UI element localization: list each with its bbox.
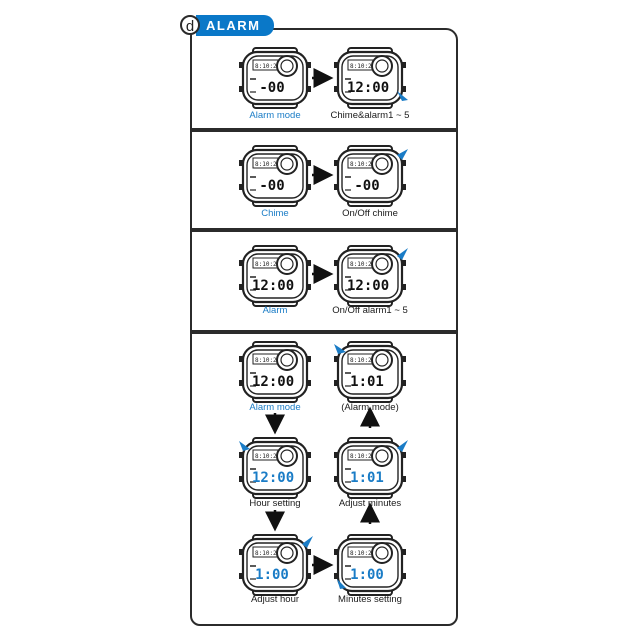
watch-icon <box>237 340 313 404</box>
blue-pointer-icon <box>239 441 250 451</box>
watch-icon <box>237 436 313 500</box>
alarm-panel-frame <box>190 28 458 626</box>
section-letter: d <box>180 15 200 35</box>
panel-divider <box>190 128 458 132</box>
lcd-display: -00 <box>259 178 285 194</box>
blue-pointer-icon <box>397 440 408 452</box>
watch-icon <box>332 436 408 500</box>
section-badge: d ALARM <box>180 14 275 36</box>
watch-icon <box>332 340 408 404</box>
lcd-display: 12:00 <box>347 278 390 294</box>
lcd-display: -00 <box>354 178 380 194</box>
section-title: ALARM <box>196 14 275 36</box>
blue-pointer-icon <box>334 344 346 354</box>
caption-alarm-mode-return: (Alarm mode) <box>341 402 399 413</box>
lcd-display: 12:00 <box>252 470 295 486</box>
lcd-display: -00 <box>259 80 285 96</box>
blue-pointer-icon <box>302 536 313 548</box>
blue-pointer-icon <box>337 579 346 589</box>
caption-chime-alarm: Chime&alarm1 ~ 5 <box>330 110 410 121</box>
watch-icon <box>332 144 408 208</box>
caption-alarm-mode: Alarm mode <box>249 402 301 413</box>
blue-pointer-icon <box>397 248 408 260</box>
lcd-display: 12:00 <box>347 80 390 96</box>
lcd-display: 12:00 <box>252 278 295 294</box>
panel-divider <box>190 228 458 232</box>
caption-minutes-setting: Minutes setting <box>338 594 402 605</box>
panel-divider <box>190 330 458 334</box>
lcd-display: 12:00 <box>252 374 295 390</box>
caption-onoff-alarm: On/Off alarm1 ~ 5 <box>332 305 408 316</box>
blue-pointer-icon <box>397 91 408 101</box>
watch-icon <box>237 244 313 308</box>
caption-onoff-chime: On/Off chime <box>342 208 398 219</box>
watch-icon <box>332 46 408 110</box>
caption-alarm-mode: Alarm mode <box>249 110 301 121</box>
watch-icon <box>332 244 408 308</box>
lcd-display: 1:01 <box>350 374 384 390</box>
caption-adjust-minutes: Adjust minutes <box>338 498 402 509</box>
watch-icon <box>237 144 313 208</box>
caption-hour-setting: Hour setting <box>249 498 301 509</box>
watch-icon <box>332 533 408 597</box>
blue-pointer-icon <box>397 149 408 160</box>
lcd-display: 1:01 <box>350 470 384 486</box>
watch-icon <box>237 533 313 597</box>
caption-chime: Chime <box>261 208 289 219</box>
caption-alarm: Alarm <box>262 305 288 316</box>
watch-icon <box>237 46 313 110</box>
lcd-display: 1:00 <box>255 567 289 583</box>
caption-adjust-hour: Adjust hour <box>250 594 300 605</box>
lcd-display: 1:00 <box>350 567 384 583</box>
